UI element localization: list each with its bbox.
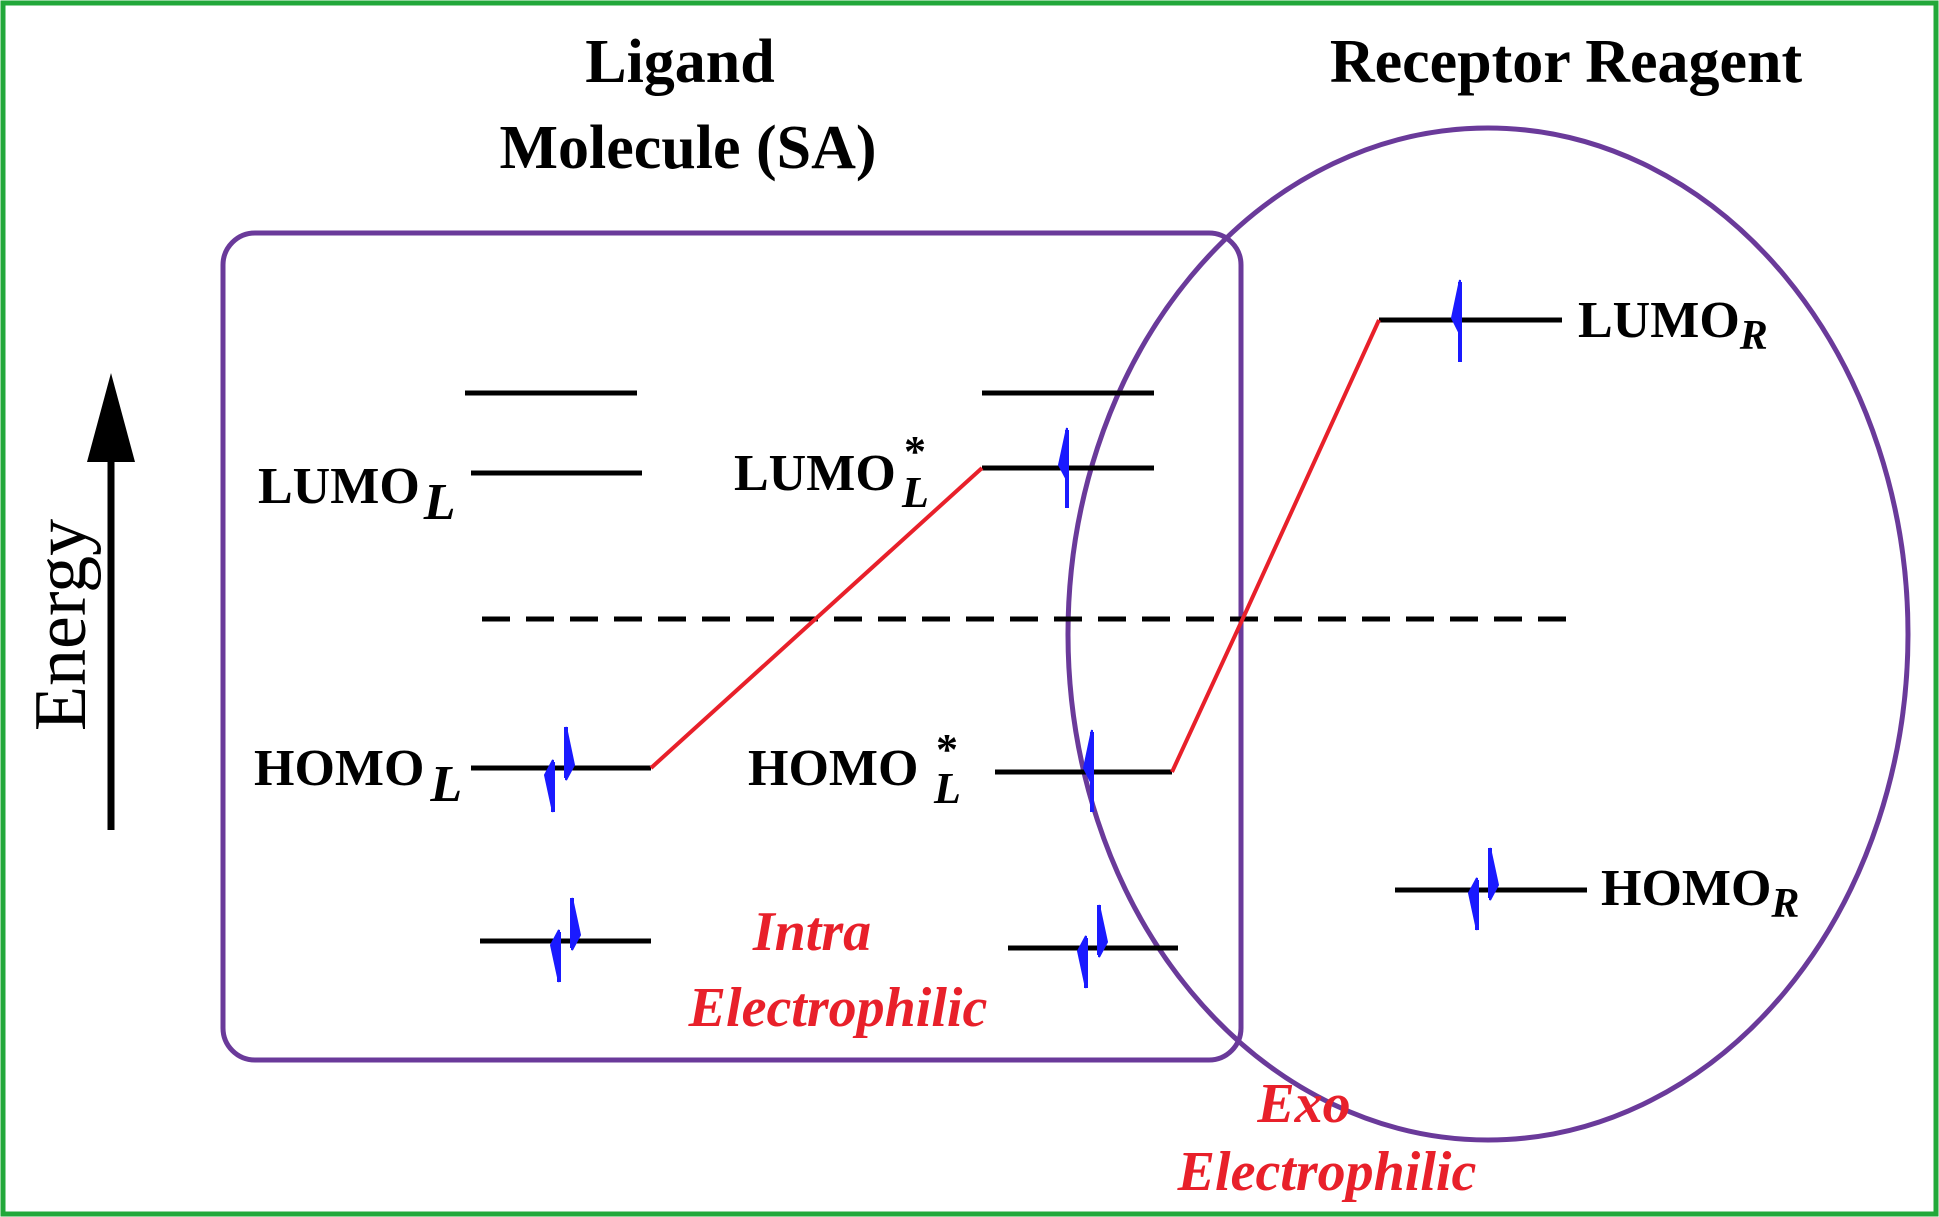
label-homo-l-star-base: HOMO bbox=[748, 740, 918, 797]
label-homo-r: HOMOR bbox=[1601, 860, 1799, 927]
label-lumo-l: LUMOL bbox=[258, 458, 456, 531]
ligand-title-line2: Molecule (SA) bbox=[499, 114, 876, 182]
receptor-ellipse bbox=[1065, 125, 1911, 1143]
electron-single-lumo-l-star bbox=[1057, 427, 1069, 508]
label-homo-l-base: HOMO bbox=[254, 740, 424, 797]
transition-intra bbox=[649, 466, 984, 770]
label-lumo-l-sub: L bbox=[423, 474, 456, 531]
label-lumo-l-star-base: LUMO bbox=[734, 445, 896, 502]
electron-single-homo-l-star bbox=[1082, 729, 1094, 812]
electron-pair-homo-r bbox=[1467, 847, 1500, 931]
electron-single-lumo-r bbox=[1450, 279, 1462, 362]
label-lumo-r: LUMOR bbox=[1578, 292, 1768, 359]
intra-label-line2: Electrophilic bbox=[688, 977, 988, 1039]
ligand-box bbox=[220, 230, 1244, 1063]
transition-exo bbox=[1170, 319, 1381, 773]
exo-label-line2: Electrophilic bbox=[1177, 1141, 1477, 1203]
label-lumo-r-base: LUMO bbox=[1578, 292, 1740, 349]
label-lumo-l-star: LUMO bbox=[734, 445, 896, 502]
energy-axis-arrowhead bbox=[87, 373, 135, 462]
electron-pair-excited-lower bbox=[1076, 904, 1109, 989]
label-lumo-l-base: LUMO bbox=[258, 458, 420, 515]
ligand-title-line1: Ligand bbox=[585, 28, 775, 96]
electron-pair-homo-l bbox=[543, 726, 576, 813]
label-homo-l-star-sup: * bbox=[936, 725, 958, 774]
label-homo-l-star-sub: L bbox=[933, 764, 961, 813]
receptor-title: Receptor Reagent bbox=[1330, 28, 1803, 96]
intra-label-line1: Intra bbox=[752, 901, 871, 963]
label-homo-r-sub: R bbox=[1770, 881, 1799, 927]
label-lumo-r-sub: R bbox=[1739, 313, 1768, 359]
label-homo-l-star: HOMO bbox=[748, 740, 918, 797]
electron-pair-ligand-lower bbox=[549, 897, 582, 983]
label-homo-r-base: HOMO bbox=[1601, 860, 1771, 917]
energy-axis-label: Energy bbox=[20, 519, 102, 731]
label-homo-l-sub: L bbox=[429, 756, 462, 813]
label-lumo-l-star-sub: L bbox=[901, 468, 929, 517]
exo-label-line1: Exo bbox=[1256, 1073, 1350, 1135]
label-lumo-l-star-sup: * bbox=[904, 427, 926, 476]
